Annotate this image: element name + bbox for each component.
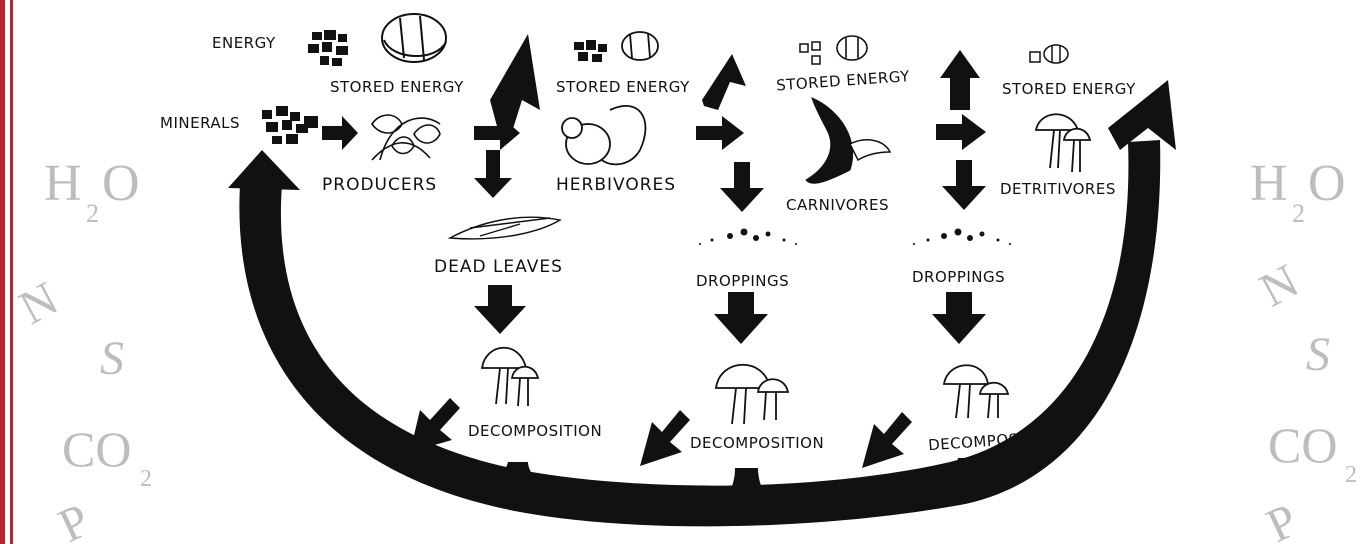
stored-energy-bale-tiny: [1043, 44, 1069, 64]
producer-plant-icon: [371, 114, 441, 161]
mineral-blocks: [262, 106, 318, 144]
nitrogen-left: N: [11, 272, 66, 335]
label-stored-energy-1: STORED ENERGY: [330, 78, 464, 96]
left-border: [0, 0, 13, 544]
stored-energy-bale-medium: [621, 31, 659, 61]
label-stored-energy-2: STORED ENERGY: [556, 78, 690, 96]
h2o-left-o: O: [102, 155, 140, 212]
label-decomposition-2: DECOMPOSITION: [690, 434, 824, 452]
droppings-icon-2: [913, 228, 1011, 245]
down-arrows: [474, 150, 986, 344]
droppings-icon-1: [699, 228, 797, 245]
label-producers: PRODUCERS: [322, 175, 437, 195]
h2o-left-h: H: [44, 155, 82, 212]
stored-energy-bale-small: [836, 35, 868, 61]
label-detritivores: DETRITIVORES: [1000, 180, 1116, 198]
label-dead-leaves: DEAD LEAVES: [434, 257, 563, 277]
co2-right: CO: [1268, 417, 1337, 473]
label-stored-energy-3: STORED ENERGY: [776, 67, 911, 94]
phosphorus-left: P: [51, 494, 98, 544]
return-cycle-arrow: [228, 80, 1176, 527]
h2o-right-sub: 2: [1292, 199, 1305, 228]
label-decomposition-1: DECOMPOSITION: [468, 422, 602, 440]
energy-blocks: [308, 30, 348, 66]
label-minerals: MINERALS: [160, 114, 240, 132]
dead-leaves-icon: [447, 216, 562, 240]
phosphorus-right: P: [1259, 494, 1306, 544]
sulfur-right: S: [1306, 328, 1330, 381]
right-element-symbols: H 2 O N S CO 2 P: [1250, 155, 1357, 544]
h2o-left-sub: 2: [86, 199, 99, 228]
left-element-symbols: H 2 O N S CO 2 P: [11, 155, 152, 544]
right-arrows: [322, 114, 986, 150]
mushroom-icon-1: [480, 346, 540, 407]
label-energy: ENERGY: [212, 34, 276, 52]
upward-arrows: [490, 34, 980, 132]
co2-right-sub: 2: [1345, 462, 1357, 488]
label-herbivores: HERBIVORES: [556, 175, 676, 195]
detritivore-mushroom-icon: [1034, 113, 1092, 173]
h2o-right-h: H: [1250, 155, 1288, 212]
label-stored-energy-4: STORED ENERGY: [1002, 80, 1136, 98]
mushroom-icon-2: [714, 363, 790, 425]
co2-left: CO: [62, 421, 131, 477]
squirrel-icon: [561, 105, 647, 166]
hawk-icon: [805, 97, 892, 184]
co2-left-sub: 2: [140, 466, 152, 492]
decomposition-arrows: [410, 398, 912, 468]
stored-energy-bale-large: [381, 13, 447, 63]
mushroom-icon-3: [942, 364, 1010, 419]
diagram-labels: ENERGY MINERALS STORED ENERGY STORED ENE…: [160, 34, 1136, 454]
label-carnivores: CARNIVORES: [786, 196, 889, 214]
label-droppings-1: DROPPINGS: [696, 272, 789, 290]
label-droppings-2: DROPPINGS: [912, 268, 1005, 286]
nitrogen-right: N: [1252, 254, 1307, 317]
small-energy-blocks-1: [574, 40, 607, 62]
h2o-right-o: O: [1308, 155, 1346, 212]
open-energy-blocks: [799, 41, 1041, 65]
sulfur-left: S: [100, 332, 124, 385]
